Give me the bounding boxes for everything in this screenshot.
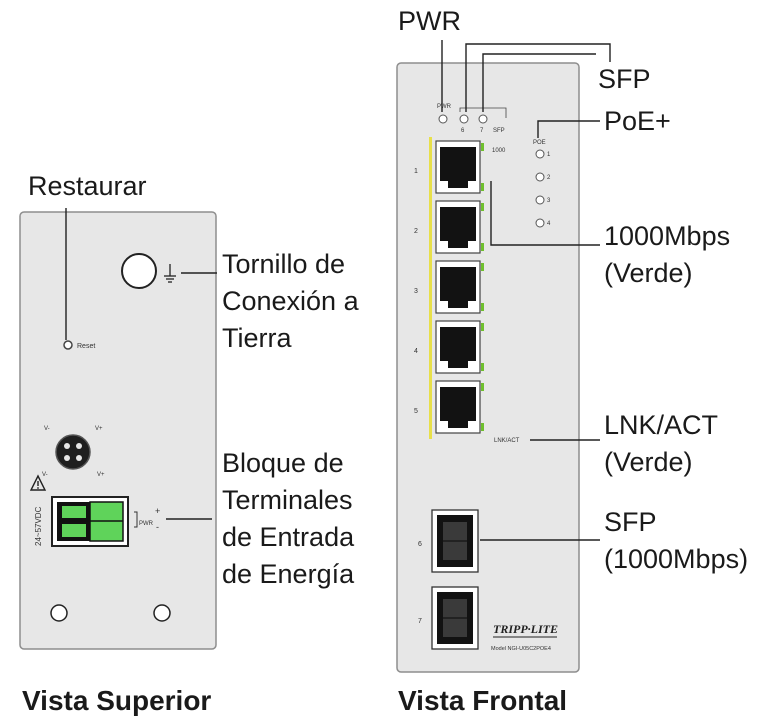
top-view-caption: Vista Superior: [22, 685, 212, 716]
ground-screw-callout: Tornillo de Conexión a Tierra: [222, 246, 359, 357]
terminal-pwr-label: PWR: [139, 521, 154, 527]
poe-callout: PoE+: [604, 106, 671, 136]
sfp-port-group: 67: [418, 509, 479, 650]
round-power-connector: [55, 434, 91, 470]
speed-callout-line-1: 1000Mbps: [604, 221, 731, 251]
warning-icon: [29, 474, 47, 491]
power-terminal-callout: Bloque de Terminales de Entrada de Energ…: [222, 445, 354, 593]
link-led-5: [481, 423, 484, 431]
speed-1000-label: 1000: [492, 148, 506, 154]
brand-logo: TRIPP·LITE: [493, 622, 558, 636]
terminal-plus-label: +: [155, 506, 160, 516]
link-callout-line-2: (Verde): [604, 447, 693, 477]
port-accent-stripe: [429, 137, 432, 439]
poe-title-label: POE: [533, 140, 546, 146]
rj45-port-label-2: 2: [414, 228, 418, 235]
sfp-port-callout-line-2: (1000Mbps): [604, 544, 749, 574]
pwr-led-label: PWR: [437, 104, 452, 110]
reset-button: [63, 340, 73, 350]
restore-callout: Restaurar: [28, 171, 147, 201]
poe-led-label-1: 1: [547, 152, 551, 158]
top-view-leaders: [65, 208, 217, 520]
power-terminal-callout-line-4: de Energía: [222, 559, 355, 589]
power-terminal-callout-line-2: Terminales: [222, 485, 353, 515]
pin-label-v4: V+: [97, 472, 105, 478]
poe-led-3: [535, 195, 545, 205]
speed-led-4: [481, 323, 484, 331]
ground-screw-callout-line-1: Tornillo de: [222, 249, 346, 279]
sfp-port-label-6: 6: [418, 541, 422, 548]
speed-callout-line-2: (Verde): [604, 258, 693, 288]
front-panel-body: [396, 62, 580, 673]
sfp-port-callout-line-1: SFP: [604, 507, 657, 537]
sfp-port-callout: SFP (1000Mbps): [604, 504, 748, 578]
sfp-led-7-label: 7: [480, 128, 484, 134]
speed-led-3: [481, 263, 484, 271]
link-led-2: [481, 243, 484, 251]
reset-label: Reset: [77, 343, 95, 350]
voltage-label: 24~57VDC: [34, 506, 43, 546]
rj45-port-2: [435, 200, 484, 254]
sfp-port-7: [431, 586, 479, 650]
ground-screw-hole: [121, 253, 157, 289]
rj45-port-label-1: 1: [414, 168, 418, 175]
sfp-led-6-label: 6: [461, 128, 465, 134]
pin-label-v1: V-: [44, 426, 50, 432]
speed-led-2: [481, 203, 484, 211]
front-view-leaders: [441, 40, 611, 541]
rj45-port-label-3: 3: [414, 288, 418, 295]
pwr-callout: PWR: [398, 6, 461, 36]
mount-hole-left: [50, 604, 68, 622]
pin-label-v2: V+: [95, 426, 103, 432]
link-callout: LNK/ACT (Verde): [604, 407, 718, 481]
top-view-panel: Reset V- V+ V- V+ 24~57VDC: [19, 211, 217, 650]
model-label: Model NGI-U05C2POE4: [491, 646, 551, 652]
pwr-led: [438, 114, 448, 124]
poe-led-label-2: 2: [547, 175, 551, 181]
poe-led-2: [535, 172, 545, 182]
power-terminal-callout-line-3: de Entrada: [222, 522, 355, 552]
ground-screw-callout-line-3: Tierra: [222, 323, 292, 353]
sfp-led-callout: SFP: [598, 64, 651, 94]
rj45-port-group: 1 2 3 4 5: [414, 140, 484, 434]
rj45-port-1: [435, 140, 484, 194]
power-terminal-callout-line-1: Bloque de: [222, 448, 344, 478]
sfp-port-label-7: 7: [418, 618, 422, 625]
poe-led-4: [535, 218, 545, 228]
ground-icon: [164, 264, 176, 283]
rj45-port-4: [435, 320, 484, 374]
link-callout-line-1: LNK/ACT: [604, 410, 719, 440]
sfp-led-7: [478, 114, 488, 124]
link-led-3: [481, 303, 484, 311]
mount-hole-right: [153, 604, 171, 622]
pin-label-v3: V-: [42, 472, 48, 478]
lnk-act-label: LNK/ACT: [494, 438, 520, 444]
rj45-port-5: [435, 380, 484, 434]
sfp-port-6: [431, 509, 479, 573]
sfp-group-label: SFP: [493, 128, 505, 134]
rj45-port-label-5: 5: [414, 408, 418, 415]
poe-led-group: 1 2 3 4: [535, 149, 551, 228]
speed-led-1: [481, 143, 484, 151]
sfp-led-6: [459, 114, 469, 124]
rj45-port-label-4: 4: [414, 348, 418, 355]
link-led-4: [481, 363, 484, 371]
poe-led-1: [535, 149, 545, 159]
link-led-1: [481, 183, 484, 191]
rj45-port-3: [435, 260, 484, 314]
poe-led-label-3: 3: [547, 198, 551, 204]
front-view-caption: Vista Frontal: [398, 685, 568, 716]
speed-led-5: [481, 383, 484, 391]
poe-led-label-4: 4: [547, 221, 551, 227]
speed-callout: 1000Mbps (Verde): [604, 218, 730, 292]
ground-screw-callout-line-2: Conexión a: [222, 286, 359, 316]
terminal-minus-label: -: [156, 522, 159, 532]
